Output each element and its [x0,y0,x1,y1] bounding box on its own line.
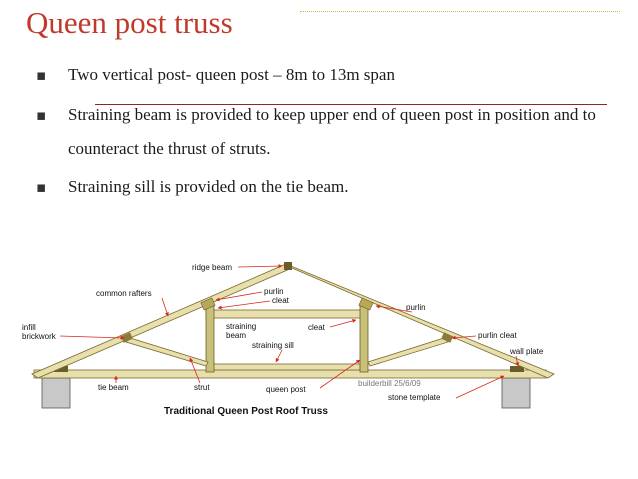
arrow-purlin-top [215,291,263,302]
label-straining-beam-2: beam [226,331,246,340]
right-rafter [285,263,555,379]
label-tie-beam: tie beam [98,383,129,392]
label-infill-brickwork-2: brickwork [22,332,57,341]
left-purlin [200,297,216,311]
label-purlin-right: purlin [406,303,426,312]
left-strut [125,337,209,367]
label-ridge-beam: ridge beam [192,263,232,272]
right-wall-plate [510,366,524,372]
bullet-text: Straining beam is provided to keep upper… [68,105,596,158]
right-purlin [358,297,374,311]
arrow-common-rafters [161,297,169,317]
bullet-list: ▪ Two vertical post- queen post – 8m to … [30,58,620,204]
label-stone-template: stone template [388,393,441,402]
arrow-purlin-cleat [451,335,477,340]
right-lower-purlin [441,332,454,343]
bullet-item: ▪ Straining sill is provided on the tie … [30,170,620,204]
label-straining-sill: straining sill [252,341,294,350]
decorative-rule [95,104,607,105]
slide-title: Queen post truss [26,5,233,40]
bullet-text: Straining sill is provided on the tie be… [68,177,349,196]
left-rafter [31,263,293,379]
bullet-text: Two vertical post- queen post – 8m to 13… [68,65,395,84]
diagram-caption: Traditional Queen Post Roof Truss [164,406,328,417]
label-cleat-mid: cleat [308,323,326,332]
square-bullet-icon: ▪ [36,106,47,124]
bullet-item: ▪ Straining beam is provided to keep upp… [30,98,620,166]
arrow-straining-sill [275,349,283,363]
right-strut [367,337,449,367]
ridge-beam [284,262,292,270]
arrow-strut [189,357,201,384]
label-purlin-top: purlin [264,287,284,296]
label-wall-plate: wall plate [509,347,544,356]
left-stone-support [41,377,71,409]
tie-beam [33,369,547,379]
arrow-ridge-beam [237,264,283,269]
right-queen-post [359,305,369,373]
arrow-stone-template [455,375,505,399]
label-strut: strut [194,383,210,392]
left-lower-purlin [120,332,133,343]
title-rule [300,11,620,12]
arrow-cleat-mid [329,319,357,328]
label-infill-brickwork: infill [22,323,36,332]
truss-diagram: ridge beam common rafters purlin cleat p… [22,262,555,417]
label-cleat-top: cleat [272,296,290,305]
square-bullet-icon: ▪ [36,178,47,196]
right-stone-support [501,377,531,409]
bullet-item: ▪ Two vertical post- queen post – 8m to … [30,58,620,92]
watermark: builderbill 25/6/09 [358,379,421,388]
square-bullet-icon: ▪ [36,66,47,84]
label-queen-post: queen post [266,385,306,394]
straining-sill [209,363,361,371]
arrow-purlin-right [375,304,413,313]
label-common-rafters: common rafters [96,289,152,298]
straining-beam [205,309,367,319]
label-straining-beam: straining [226,322,256,331]
left-wall-plate [54,366,68,372]
arrow-infill [59,335,125,340]
arrow-queen-post [319,359,361,389]
arrow-wall-plate [515,355,520,367]
arrow-cleat-top [217,300,271,310]
label-purlin-cleat: purlin cleat [478,331,517,340]
